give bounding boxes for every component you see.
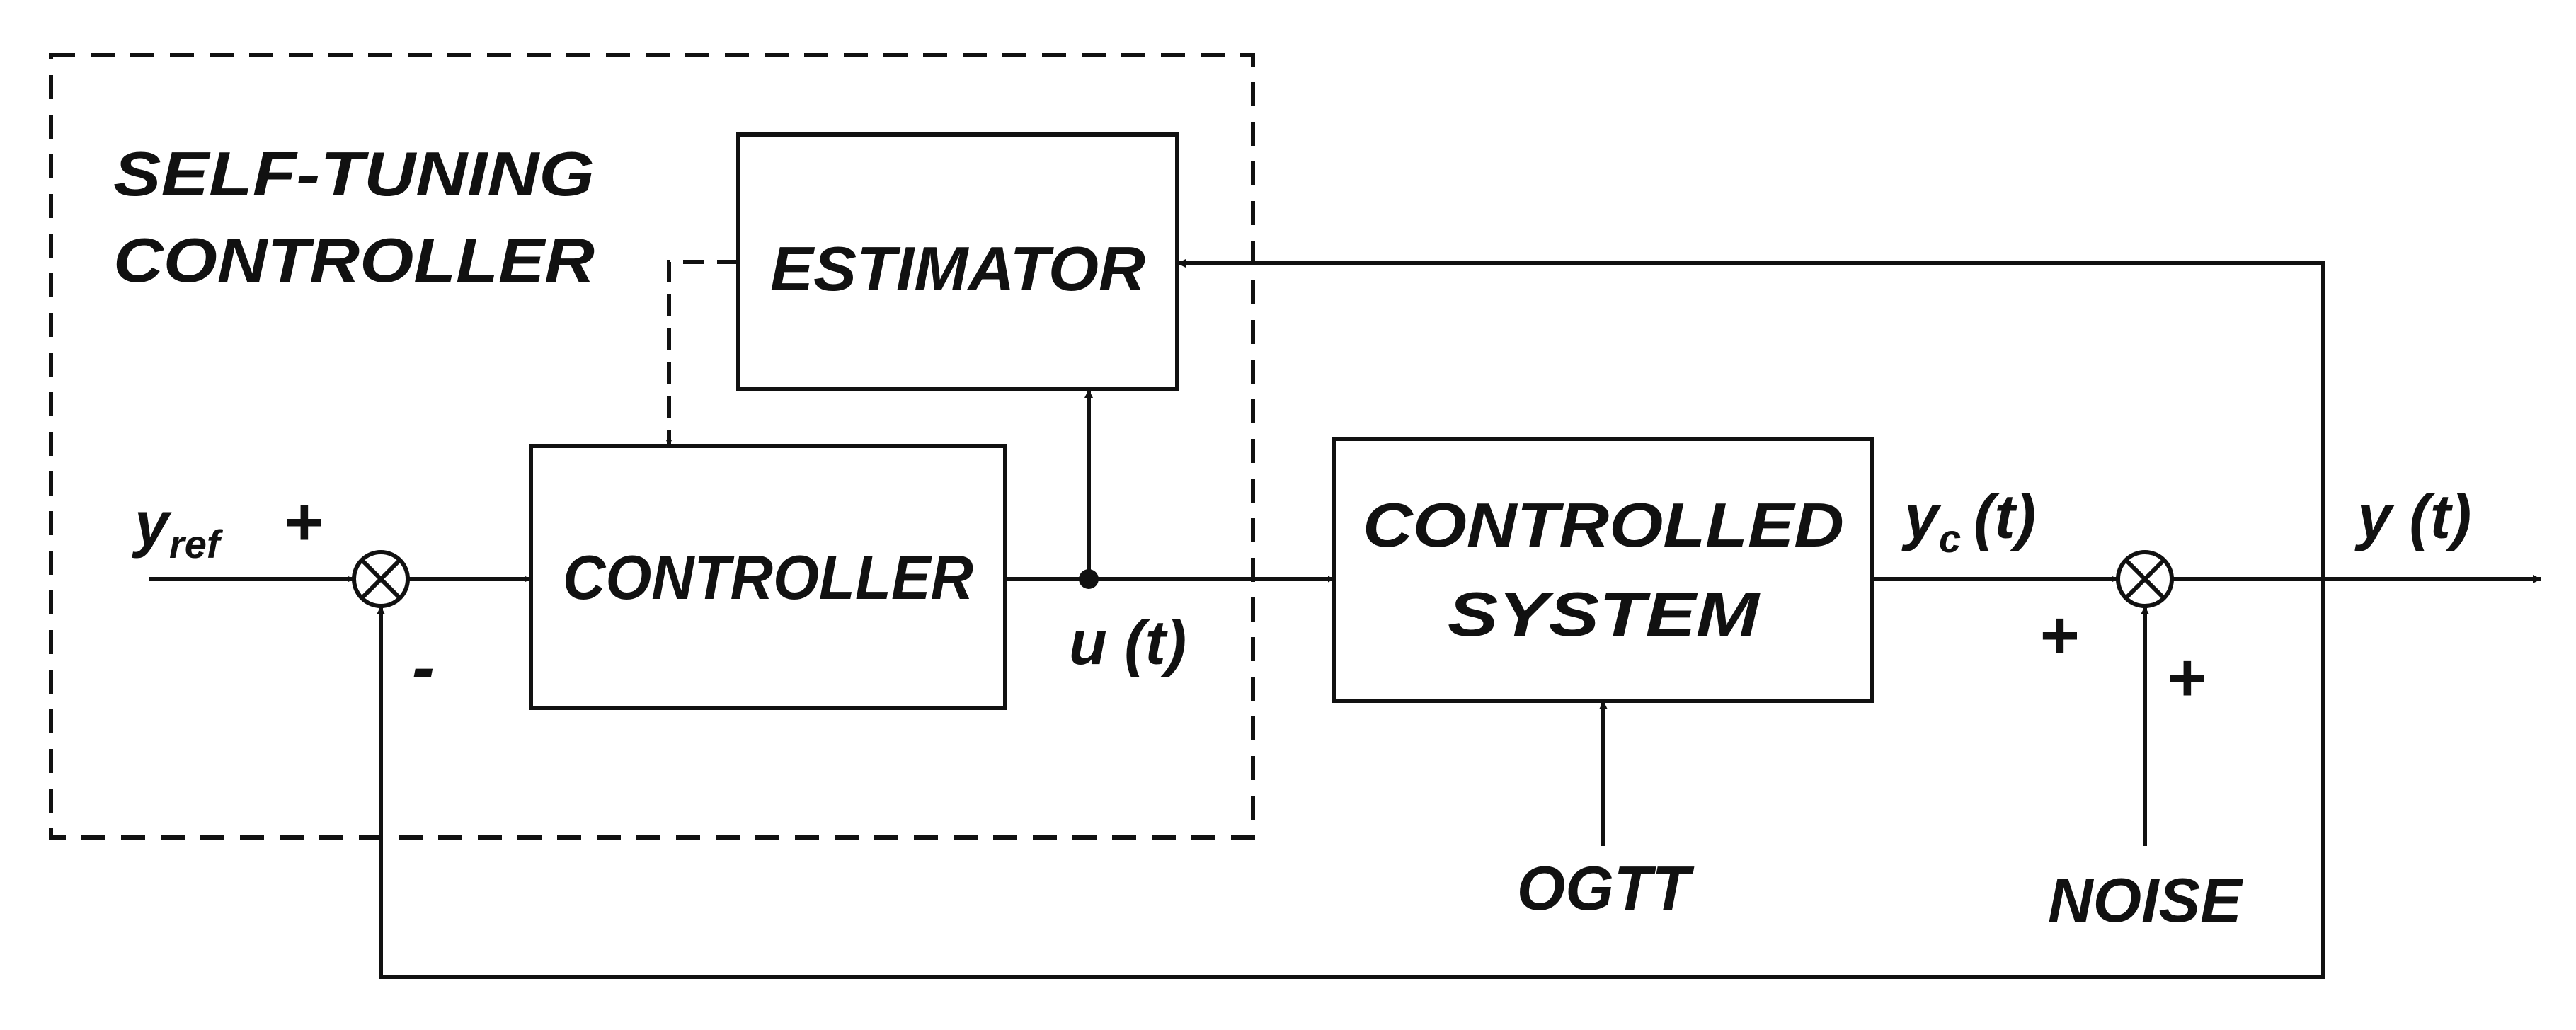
parameter-update-line <box>665 260 738 446</box>
estimator-block: ESTIMATOR <box>736 132 1179 391</box>
controller-block: CONTROLLER <box>529 444 1007 710</box>
output-feedback-line <box>377 579 2325 979</box>
output-to-estimator-line <box>1177 259 2325 579</box>
feedback-minus-sign: - <box>412 629 435 705</box>
controlled-system-block: CONTROLLED SYSTEM <box>1332 437 1874 703</box>
boundary-title-line1: SELF-TUNING <box>113 139 595 209</box>
ref-plus-sign: + <box>283 484 323 560</box>
controlled-system-label-line2: SYSTEM <box>1448 579 1761 649</box>
yref-label: yref <box>132 488 224 566</box>
y-output-label: y (t) <box>2354 481 2471 551</box>
controller-label: CONTROLLER <box>563 542 973 612</box>
summing-junction-noise <box>2116 550 2174 608</box>
self-tuning-boundary <box>49 53 1255 840</box>
noise-label: NOISE <box>2048 865 2243 935</box>
boundary-title-line2: CONTROLLER <box>113 225 595 295</box>
u-label: u (t) <box>1069 607 1186 677</box>
ogtt-label: OGTT <box>1517 853 1695 923</box>
estimator-label: ESTIMATOR <box>770 234 1145 304</box>
yc-label: yc(t) <box>1901 481 2036 561</box>
summing-junction-reference <box>352 550 410 608</box>
controlled-system-label-line1: CONTROLLED <box>1363 490 1844 560</box>
noise-plus-sign: + <box>2166 640 2206 716</box>
yc-plus-sign: + <box>2039 597 2078 673</box>
